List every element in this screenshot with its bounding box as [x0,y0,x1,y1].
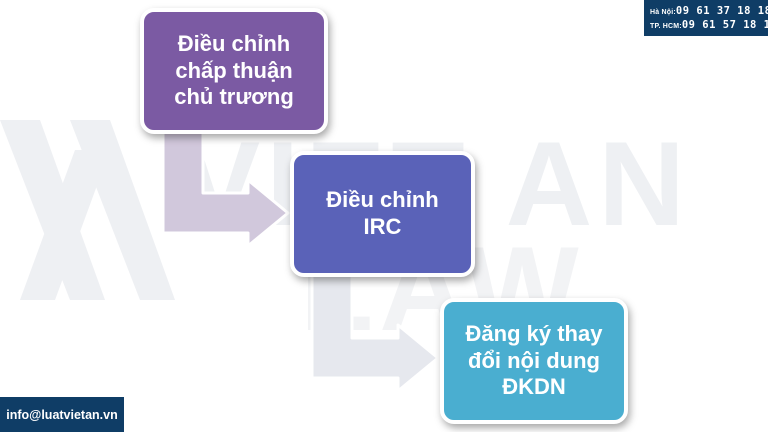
hcm-phone[interactable]: 09 61 57 18 18 [681,19,768,31]
hotline-badge: Hà Nội: 09 61 37 18 18 TP. HCM: 09 61 57… [644,0,768,36]
step-register-erc-changes: Đăng ký thay đổi nội dung ĐKDN [440,298,628,424]
hanoi-phone[interactable]: 09 61 37 18 18 [675,5,768,17]
step-3-label: Đăng ký thay đổi nội dung ĐKDN [465,320,603,400]
hotline-hanoi: Hà Nội: 09 61 37 18 18 [650,5,768,17]
arrow-step1-to-step2 [161,126,290,248]
hotline-hcm: TP. HCM: 09 61 57 18 18 [650,19,768,31]
step-adjust-irc: Điều chỉnh IRC [290,151,475,277]
hanoi-label: Hà Nội: [650,9,676,16]
email-badge[interactable]: info@luatvietan.vn [0,397,124,432]
hcm-label: TP. HCM: [650,23,682,30]
step-2-label: Điều chỉnh IRC [326,187,439,239]
email-address[interactable]: info@luatvietan.vn [6,407,118,422]
step-adjust-investment-policy: Điều chỉnh chấp thuận chủ trương [140,8,328,134]
arrow-step2-to-step3 [310,269,440,393]
step-1-label: Điều chỉnh chấp thuận chủ trương [174,30,294,110]
